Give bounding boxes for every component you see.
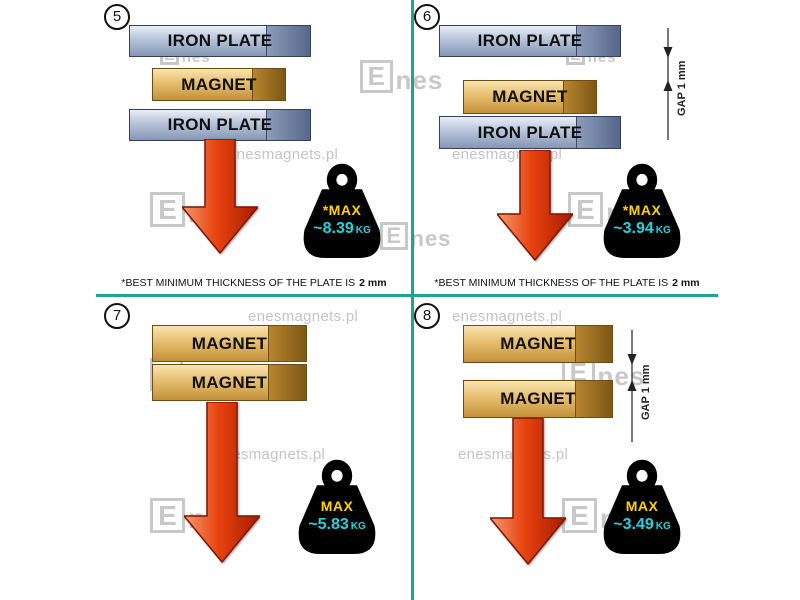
weight-unit: KG	[655, 225, 671, 236]
weight-unit: KG	[355, 225, 371, 236]
iron-plate-label: IRON PLATE	[477, 31, 583, 50]
magnet-label: MAGNET	[181, 74, 257, 94]
panel-5: 5 IRON PLATE MAGNET IRON PLATE *MAX	[96, 0, 412, 294]
magnet-block: MAGNET	[463, 80, 597, 114]
watermark-site: enesmagnets.pl	[248, 308, 359, 325]
iron-plate-label: IRON PLATE	[167, 115, 273, 134]
footnote-text: *BEST MINIMUM THICKNESS OF THE PLATE IS	[121, 277, 356, 289]
enes-logo-icon: E	[568, 192, 603, 227]
weight-icon	[298, 459, 376, 555]
enes-logo-icon: E	[380, 222, 408, 250]
iron-plate-bottom: IRON PLATE	[439, 116, 621, 149]
magnet-label: MAGNET	[191, 333, 268, 353]
magnet-block-top: MAGNET	[463, 325, 613, 363]
panel-number: 7	[104, 303, 130, 329]
weight-icon	[603, 459, 681, 555]
panel-8: 8 MAGNET MAGNET GAP 1 mm M	[414, 297, 720, 600]
iron-plate-top: IRON PLATE	[439, 25, 621, 57]
vertical-divider	[411, 0, 414, 600]
weight-value-number: ~3.49	[613, 516, 654, 533]
magnet-label: MAGNET	[500, 389, 576, 408]
pull-arrow-icon	[182, 139, 258, 254]
gap-dimension-icon	[627, 330, 637, 442]
pull-arrow-icon	[497, 150, 573, 261]
weight-value-number: ~8.39	[313, 220, 354, 237]
watermark-site: enesmagnets.pl	[228, 146, 339, 163]
weight-icon	[603, 163, 681, 259]
enes-logo-icon: E	[360, 60, 393, 93]
watermark-site: enesmagnets.pl	[452, 308, 563, 325]
weight-value-number: ~5.83	[308, 516, 349, 533]
magnet-block-bottom: MAGNET	[152, 364, 307, 401]
horizontal-divider	[96, 294, 718, 297]
iron-plate-label: IRON PLATE	[167, 31, 273, 50]
iron-plate-label: IRON PLATE	[477, 122, 583, 142]
gap-label: GAP 1 mm	[676, 60, 688, 116]
weight-max-label: MAX	[625, 498, 659, 514]
weight-value-number: ~3.94	[613, 220, 654, 237]
panel-number: 6	[414, 4, 440, 30]
weight-max-label: MAX	[320, 498, 354, 514]
weight-unit: KG	[350, 521, 366, 532]
footnote-text: *BEST MINIMUM THICKNESS OF THE PLATE IS	[434, 277, 669, 289]
weight-max-label: *MAX	[622, 202, 662, 218]
pull-arrow-icon	[490, 418, 566, 565]
magnet-label: MAGNET	[191, 372, 268, 392]
gap-label: GAP 1 mm	[640, 364, 652, 420]
weight-icon	[303, 163, 381, 259]
panel-6: 6 IRON PLATE MAGNET IRON PLATE GAP 1 mm	[414, 0, 720, 294]
panel-number: 8	[414, 303, 440, 329]
footnote-bold: 2 mm	[359, 277, 387, 289]
iron-plate-top: IRON PLATE	[129, 25, 311, 57]
weight-max-label: *MAX	[322, 202, 362, 218]
watermark-site: enesmagnets.pl	[215, 446, 326, 463]
weight-unit: KG	[655, 521, 671, 532]
gap-dimension-icon	[663, 28, 673, 140]
magnet-block-top: MAGNET	[152, 325, 307, 362]
magnet-label: MAGNET	[500, 334, 576, 353]
enes-logo: E nes	[380, 222, 451, 250]
magnet-block: MAGNET	[152, 68, 286, 101]
enes-logo: E nes	[360, 60, 443, 93]
iron-plate-bottom: IRON PLATE	[129, 109, 311, 141]
enes-logo-icon: E	[562, 498, 597, 533]
magnet-block-bottom: MAGNET	[463, 380, 613, 418]
footnote-bold: 2 mm	[672, 277, 700, 289]
magnet-label: MAGNET	[492, 87, 568, 106]
pull-arrow-icon	[184, 402, 260, 563]
panel-number: 5	[104, 4, 130, 30]
